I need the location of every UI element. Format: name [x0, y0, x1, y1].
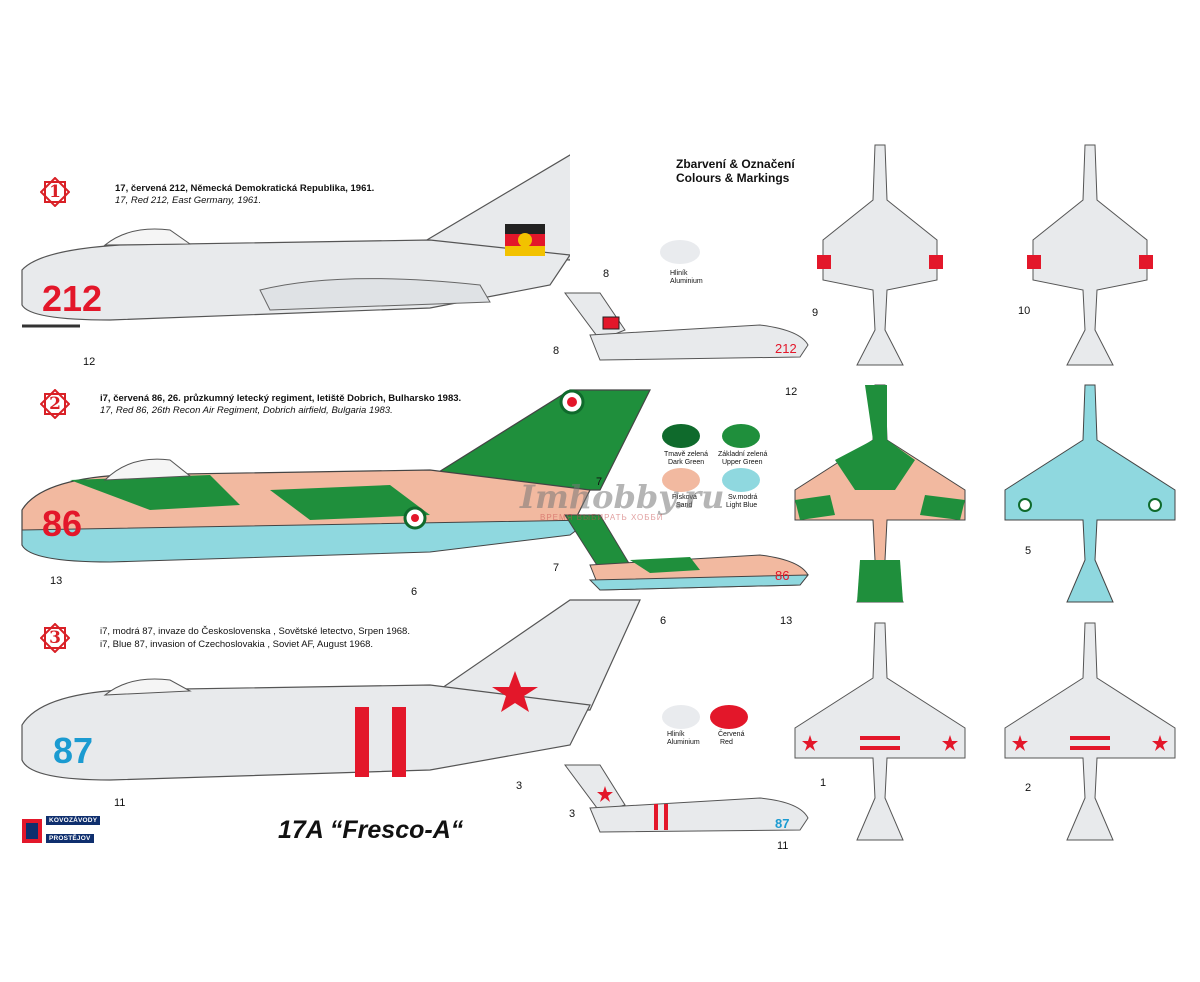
scheme-2-side-profile: [21, 389, 651, 563]
header-title-cz: Zbarvení & Označení: [676, 157, 795, 171]
scheme-3-top-views: [794, 622, 1176, 841]
scheme-1-caption-en: 17, Red 212, East Germany, 1961.: [115, 195, 262, 206]
callout-label: 11: [114, 797, 126, 809]
scheme-1-top-views: [817, 144, 1153, 366]
scheme-2-tail-number: 86: [42, 503, 83, 544]
scheme-3-side-profile: [21, 599, 641, 781]
manufacturer-line1: KOVOZÁVODY: [46, 816, 101, 825]
scheme-1-tail-number: 212: [42, 278, 103, 319]
scheme-1-small-profile: 212: [564, 292, 809, 361]
scheme-3-small-profile: 87: [564, 764, 809, 833]
manufacturer-emblem-icon: [22, 819, 42, 843]
manufacturer-logo: KOVOZÁVODY PROSTĚJOV: [20, 815, 125, 847]
swatch-label-cz: Tmavě zelená: [664, 451, 708, 458]
swatch-light-blue: [722, 468, 760, 492]
scheme-2-small-profile: 86: [564, 514, 810, 591]
callout-label: 1: [820, 777, 827, 789]
badge-frame-icon: [39, 622, 71, 654]
swatch-aluminium: [662, 705, 700, 729]
callout-label: 11: [777, 840, 789, 852]
callout-label: 12: [83, 356, 96, 368]
callout-label: 13: [780, 615, 793, 627]
badge-frame-icon: [39, 388, 71, 420]
swatch-red: [710, 705, 748, 729]
scheme-2-badge: 2: [39, 388, 71, 420]
swatch-aluminium: [660, 240, 700, 264]
swatch-label-cz: Hliník: [670, 270, 688, 277]
swatch-upper-green: [722, 424, 760, 448]
watermark-text: Imhobby.ru: [520, 478, 725, 516]
swatch-label-en: Aluminium: [670, 278, 703, 285]
callout-label: 5: [1025, 545, 1032, 557]
callout-label: 6: [660, 615, 667, 627]
callout-label: 7: [553, 562, 560, 574]
model-title: 17A “Fresco-A“: [278, 816, 464, 844]
swatch-label-cz: Červená: [718, 731, 745, 738]
watermark-subtext: ВРЕМЯ ВЫБИРАТЬ ХОББИ: [540, 513, 664, 522]
scheme-3-caption-en: i7, Blue 87, invasion of Czechoslovakia …: [100, 639, 374, 650]
scheme-1-side-profile: [21, 154, 570, 328]
swatch-label-en: Sand: [676, 502, 693, 509]
callout-label: 13: [50, 575, 63, 587]
swatch-label-cz: Základní zelená: [718, 451, 768, 458]
swatch-label-en: Dark Green: [668, 459, 705, 466]
manufacturer-line2: PROSTĚJOV: [46, 834, 94, 843]
scheme-1-number: 1: [49, 182, 61, 202]
swatch-label-cz: Sv.modrá: [728, 494, 758, 501]
scheme-3-badge: 3: [39, 622, 71, 654]
scheme-2-top-views: [794, 384, 1176, 603]
callout-label: 3: [516, 780, 523, 792]
callout-label: 2: [1025, 782, 1032, 794]
callout-label: 9: [812, 307, 819, 319]
scheme-3-tail-number: 87: [53, 730, 94, 771]
scheme-3-caption-cz: i7, modrá 87, invaze do Československa ,…: [100, 626, 410, 637]
swatch-label-en: Light Blue: [726, 502, 758, 509]
callout-label: 3: [569, 808, 576, 820]
scheme-1-caption-cz: 17, červená 212, Německá Demokratická Re…: [115, 183, 375, 194]
swatch-dark-green: [662, 424, 700, 448]
scheme-2-caption-cz: i7, červená 86, 26. průzkumný letecký re…: [100, 393, 462, 404]
swatch-sand: [662, 468, 700, 492]
scheme-3-number: 3: [49, 628, 61, 648]
scheme-2-caption-en: 17, Red 86, 26th Recon Air Regiment, Dob…: [100, 405, 393, 416]
swatch-label-en: Upper Green: [722, 459, 763, 466]
header-title-en: Colours & Markings: [676, 171, 790, 185]
swatch-label-cz: Písková: [672, 494, 697, 501]
callout-label: 8: [603, 268, 610, 280]
small-tail-number: 212: [775, 341, 797, 356]
callout-label: 8: [553, 345, 560, 357]
small-tail-number: 86: [775, 568, 789, 583]
callout-label: 7: [596, 476, 603, 488]
swatch-label-en: Aluminium: [667, 739, 700, 746]
small-tail-number: 87: [775, 816, 789, 831]
badge-frame-icon: [39, 176, 71, 208]
scheme-2-number: 2: [49, 394, 61, 414]
callout-label: 6: [411, 586, 418, 598]
swatch-label-en: Red: [720, 739, 733, 746]
swatch-label-cz: Hliník: [667, 731, 685, 738]
scheme-1-badge: 1: [39, 176, 71, 208]
callout-label: 12: [785, 386, 798, 398]
callout-label: 10: [1018, 305, 1031, 317]
